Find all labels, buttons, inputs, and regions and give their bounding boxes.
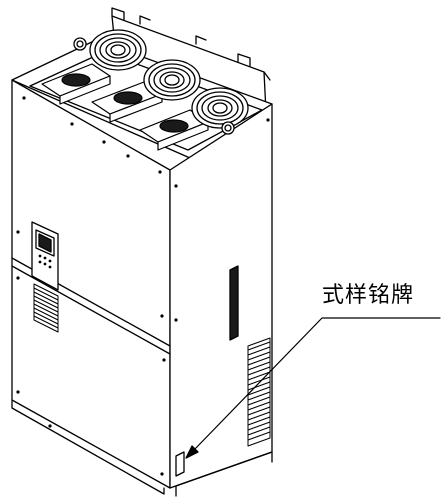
callout-leader (185, 317, 441, 459)
intake-fans (41, 63, 209, 151)
housing-left-face (11, 79, 171, 489)
top-fan-3 (191, 87, 249, 129)
screw-dots (16, 96, 270, 476)
lifting-eye-bolts (73, 37, 235, 135)
nameplate-callout-label: 式样铭牌 (322, 283, 415, 308)
nameplate (175, 451, 185, 477)
right-face-vent-slot (229, 265, 239, 341)
top-fan-1 (89, 29, 147, 71)
right-louvre-grille (247, 337, 271, 447)
top-fan-2 (143, 59, 201, 101)
base-foot-left (11, 399, 165, 495)
front-louvres (33, 283, 59, 333)
keypad-panel (31, 221, 59, 291)
base-foot-right (175, 451, 273, 497)
